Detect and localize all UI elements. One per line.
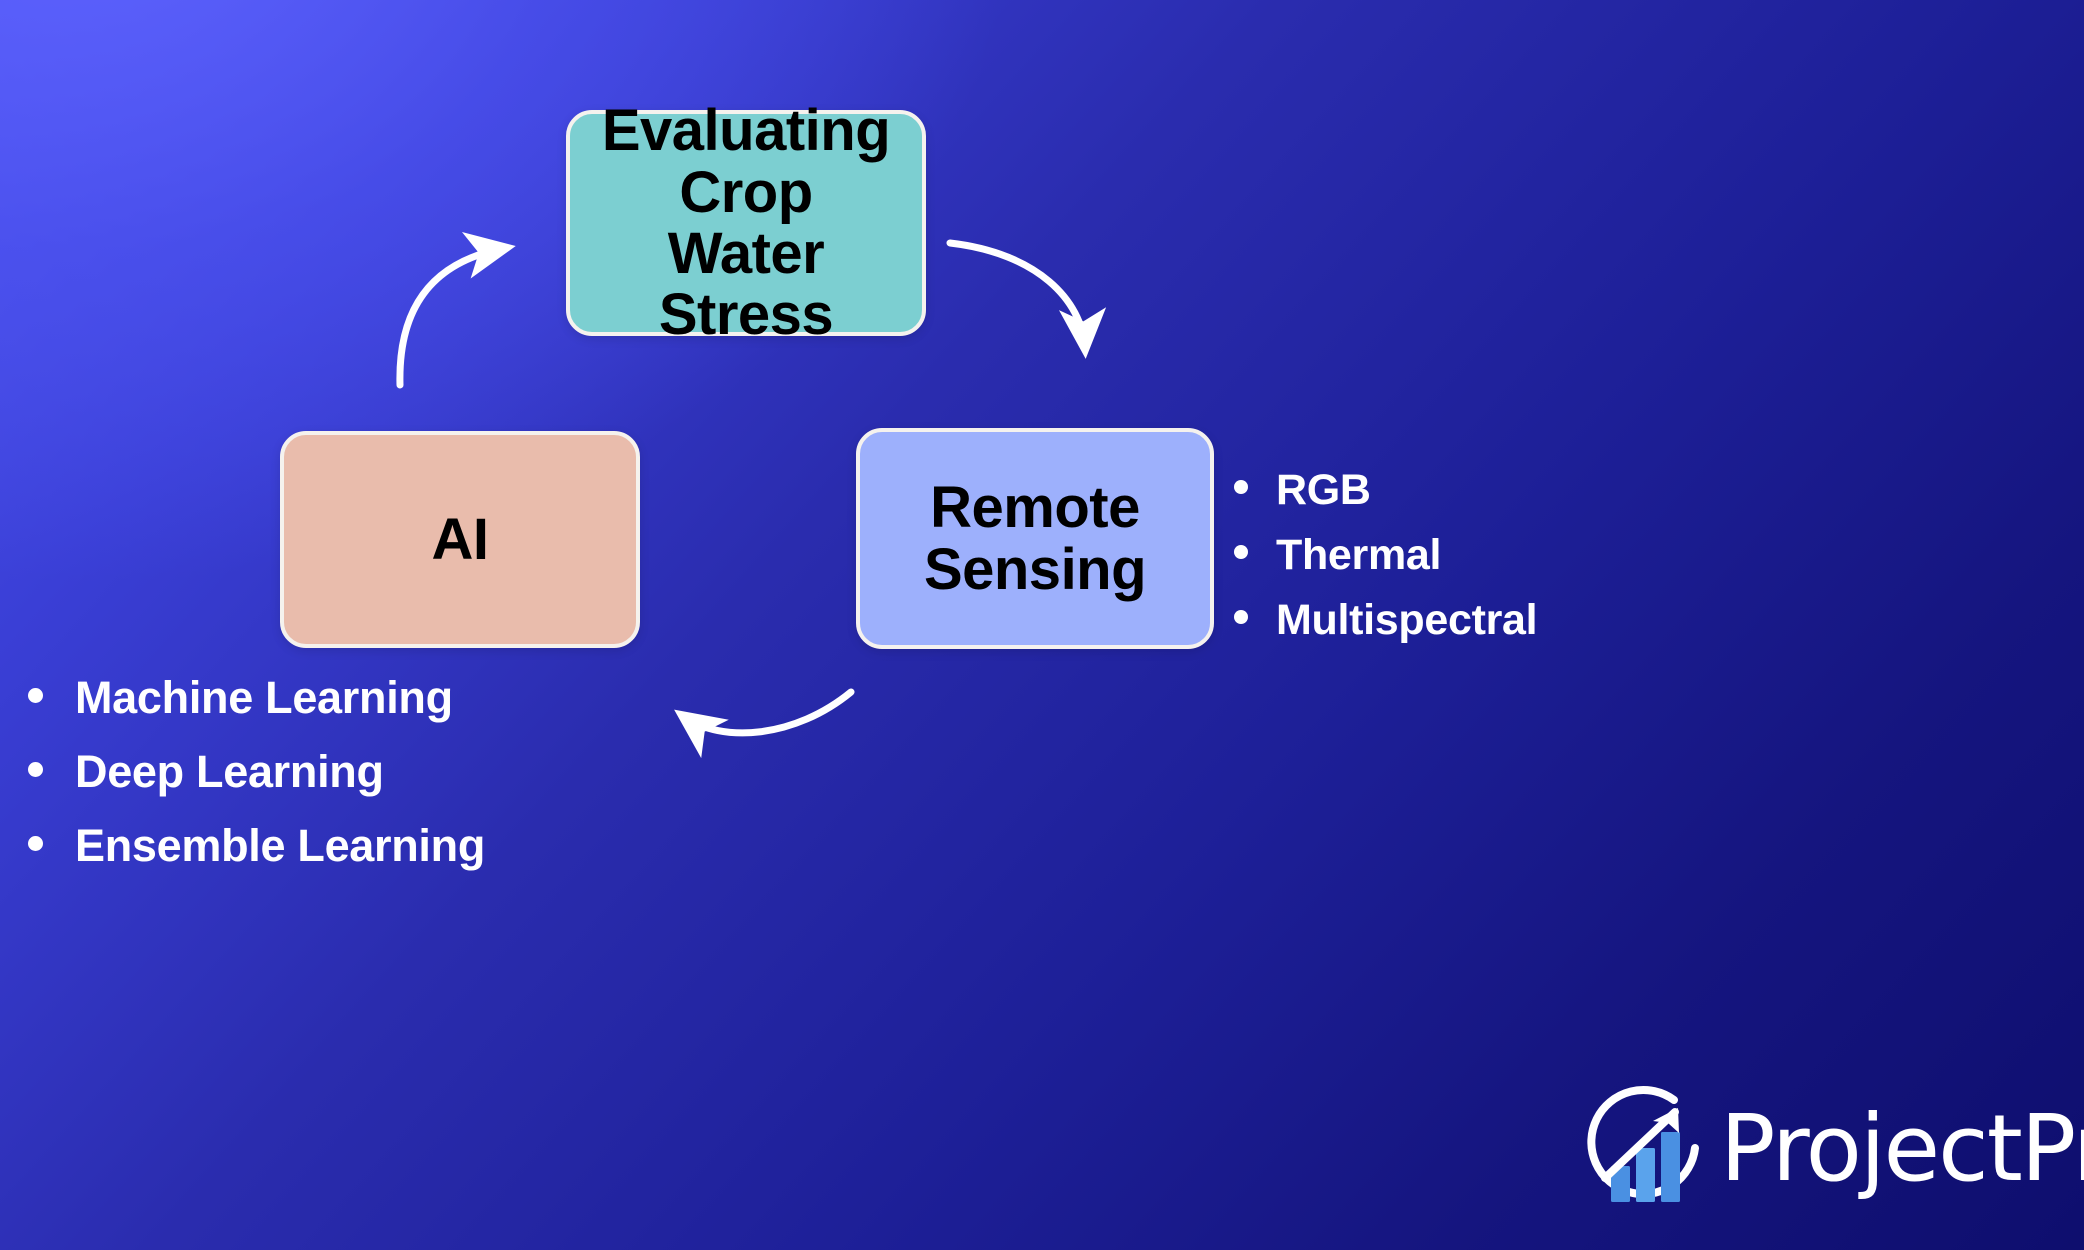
bullet-dot-icon bbox=[28, 688, 43, 703]
bullet-dot-icon bbox=[1234, 610, 1248, 624]
bullet-dot-icon bbox=[1234, 480, 1248, 494]
ai-methods-list: Machine Learning Deep Learning Ensemble … bbox=[28, 672, 485, 894]
modality-label: RGB bbox=[1276, 466, 1371, 514]
remote-sensing-modalities-list: RGB Thermal Multispectral bbox=[1234, 466, 1538, 661]
arrow-ai-to-evaluating bbox=[396, 232, 516, 389]
arrow-evaluating-to-remote-sensing bbox=[946, 239, 1107, 359]
list-item: Machine Learning bbox=[28, 672, 485, 724]
bullet-dot-icon bbox=[28, 836, 43, 851]
list-item: RGB bbox=[1234, 466, 1537, 515]
arrow-remote-sensing-to-ai bbox=[674, 688, 855, 759]
ai-method-label: Machine Learning bbox=[75, 672, 453, 723]
node-ai[interactable]: AI bbox=[280, 431, 640, 648]
list-item: Multispectral bbox=[1234, 596, 1538, 645]
modality-label: Multispectral bbox=[1276, 596, 1538, 644]
bullet-dot-icon bbox=[28, 762, 43, 777]
ai-method-label: Ensemble Learning bbox=[75, 820, 486, 871]
projectpro-logo: ProjectPro bbox=[1578, 1082, 2084, 1215]
list-item: Thermal bbox=[1234, 531, 1537, 580]
node-ai-label: AI bbox=[431, 506, 490, 572]
list-item: Ensemble Learning bbox=[28, 820, 485, 872]
list-item: Deep Learning bbox=[28, 746, 485, 798]
ai-method-label: Deep Learning bbox=[75, 746, 384, 797]
modality-label: Thermal bbox=[1276, 531, 1442, 579]
projectpro-bar-chart-arrow-circle-icon bbox=[1578, 1082, 1706, 1215]
projectpro-wordmark: ProjectPro bbox=[1720, 1094, 2084, 1202]
bullet-dot-icon bbox=[1234, 545, 1248, 559]
